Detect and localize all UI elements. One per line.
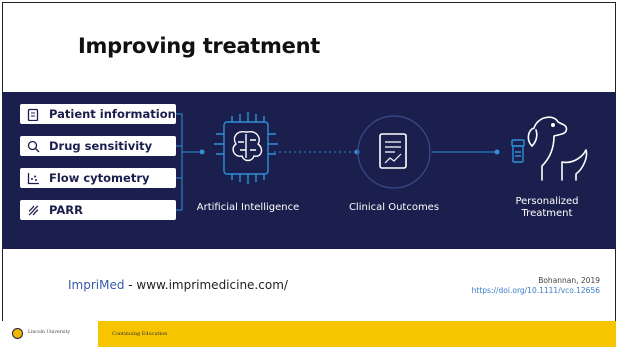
outcomes-dot-left <box>354 149 360 155</box>
ce-label: Continuing Education <box>112 331 168 337</box>
personalized-label-line2: Treatment <box>521 208 573 219</box>
input-label: Flow cytometry <box>49 171 150 185</box>
ai-brain-icon <box>214 112 278 184</box>
personalized-label-line1: Personalized <box>515 196 579 207</box>
magnifier-icon <box>26 139 40 153</box>
university-seal-icon <box>12 328 23 339</box>
connector-patient <box>174 113 183 152</box>
doi-link[interactable]: https://doi.org/10.1111/vco.12656 <box>471 286 600 295</box>
clipboard-icon <box>26 107 40 121</box>
chart-icon <box>26 171 40 185</box>
input-patient-information: Patient information <box>20 104 176 124</box>
flow-connectors <box>174 112 588 211</box>
input-label: Patient information <box>49 107 176 121</box>
diagram-banner: Patient information Drug sensitivity Flo… <box>2 92 616 249</box>
input-label: PARR <box>49 203 83 217</box>
bottom-bar: Lincoln University Continuing Education <box>2 321 616 347</box>
connector-parr <box>174 152 183 211</box>
treatment-dot <box>494 149 500 155</box>
input-label: Drug sensitivity <box>49 139 153 153</box>
input-parr: PARR <box>20 200 176 220</box>
clinical-report-icon <box>357 115 431 189</box>
pill-bottle-icon <box>511 139 525 163</box>
company-reference: ImpriMed - www.imprimedicine.com/ <box>68 278 288 292</box>
input-flow-cytometry: Flow cytometry <box>20 168 176 188</box>
input-drug-sensitivity: Drug sensitivity <box>20 136 176 156</box>
company-name: ImpriMed <box>68 278 125 292</box>
ce-banner: Continuing Education <box>98 321 616 347</box>
dna-icon <box>26 203 40 217</box>
slide-title: Improving treatment <box>78 34 320 58</box>
citation: Bohannan, 2019 <box>538 276 600 285</box>
university-badge: Lincoln University <box>2 321 98 347</box>
company-site: - www.imprimedicine.com/ <box>124 278 288 292</box>
ai-label: Artificial Intelligence <box>196 202 300 213</box>
outcomes-label: Clinical Outcomes <box>348 202 440 213</box>
dog-icon <box>527 116 588 181</box>
university-name: Lincoln University <box>28 330 70 335</box>
merge-dot <box>199 149 205 155</box>
input-list: Patient information Drug sensitivity Flo… <box>20 104 176 232</box>
